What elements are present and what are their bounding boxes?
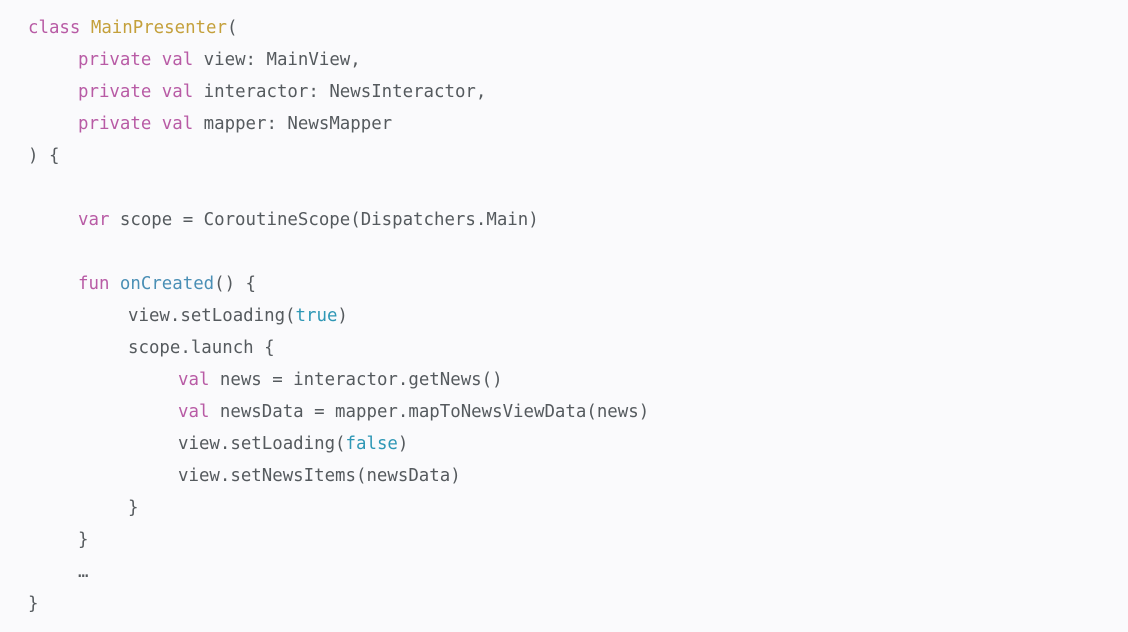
code-token-plain bbox=[151, 50, 161, 70]
code-token-plain: ) { bbox=[28, 146, 60, 166]
code-line: private val interactor: NewsInteractor, bbox=[28, 76, 1128, 108]
code-line bbox=[28, 172, 1128, 204]
code-token-plain: scope.launch { bbox=[128, 338, 275, 358]
code-token-plain: … bbox=[78, 562, 89, 582]
code-token-plain: mapper: NewsMapper bbox=[193, 114, 393, 134]
code-indent bbox=[28, 320, 128, 321]
code-indent bbox=[28, 224, 78, 225]
code-token-keyword: val bbox=[161, 114, 194, 134]
code-indent bbox=[28, 512, 128, 513]
code-token-plain: view.setLoading( bbox=[178, 434, 346, 454]
code-token-plain: view.setLoading( bbox=[128, 306, 296, 326]
code-token-keyword: class bbox=[28, 18, 81, 38]
code-token-keyword: val bbox=[178, 402, 210, 422]
code-token-literal: true bbox=[295, 306, 338, 326]
code-token-plain: } bbox=[28, 594, 39, 614]
code-indent bbox=[28, 96, 78, 97]
code-token-keyword: private bbox=[78, 114, 152, 134]
code-token-plain: scope = CoroutineScope(Dispatchers.Main) bbox=[109, 210, 539, 230]
code-line: … bbox=[28, 556, 1128, 588]
code-indent bbox=[28, 416, 178, 417]
code-indent bbox=[28, 448, 178, 449]
code-line: var scope = CoroutineScope(Dispatchers.M… bbox=[28, 204, 1128, 236]
code-indent bbox=[28, 480, 178, 481]
code-line: } bbox=[28, 492, 1128, 524]
code-token-plain: newsData = mapper.mapToNewsViewData(news… bbox=[209, 402, 650, 422]
code-line: val newsData = mapper.mapToNewsViewData(… bbox=[28, 396, 1128, 428]
code-line: view.setLoading(true) bbox=[28, 300, 1128, 332]
code-token-plain: ) bbox=[397, 434, 409, 454]
code-token-keyword: private bbox=[78, 82, 152, 102]
code-indent bbox=[28, 384, 178, 385]
code-line: } bbox=[28, 588, 1128, 620]
code-token-plain: } bbox=[128, 498, 139, 518]
code-token-plain: } bbox=[78, 530, 89, 550]
code-token-keyword: val bbox=[161, 82, 194, 102]
code-indent bbox=[28, 64, 78, 65]
code-token-keyword: fun bbox=[78, 274, 110, 294]
code-line: view.setNewsItems(newsData) bbox=[28, 460, 1128, 492]
code-line: ) { bbox=[28, 140, 1128, 172]
code-indent bbox=[28, 576, 78, 577]
code-line: class MainPresenter( bbox=[28, 12, 1128, 44]
code-token-plain bbox=[151, 114, 161, 134]
code-indent bbox=[28, 544, 78, 545]
code-token-plain bbox=[80, 18, 90, 38]
code-line: fun onCreated() { bbox=[28, 268, 1128, 300]
code-token-class-name: MainPresenter bbox=[90, 18, 227, 38]
code-line bbox=[28, 236, 1128, 268]
code-token-keyword: val bbox=[161, 50, 194, 70]
code-line: private val mapper: NewsMapper bbox=[28, 108, 1128, 140]
code-token-plain: news = interactor.getNews() bbox=[209, 370, 503, 390]
code-token-plain: view: MainView, bbox=[193, 50, 361, 70]
code-token-plain: view.setNewsItems(newsData) bbox=[178, 466, 461, 486]
code-line: private val view: MainView, bbox=[28, 44, 1128, 76]
code-line: } bbox=[28, 524, 1128, 556]
code-indent bbox=[28, 352, 128, 353]
code-line: val news = interactor.getNews() bbox=[28, 364, 1128, 396]
code-token-keyword: val bbox=[178, 370, 210, 390]
code-token-plain bbox=[151, 82, 161, 102]
code-block: class MainPresenter(private val view: Ma… bbox=[28, 12, 1128, 620]
code-indent bbox=[28, 288, 78, 289]
code-token-plain: ) bbox=[337, 306, 348, 326]
code-token-literal: false bbox=[345, 434, 398, 454]
code-token-keyword: private bbox=[78, 50, 152, 70]
code-token-plain: interactor: NewsInteractor, bbox=[193, 82, 487, 102]
code-token-keyword: var bbox=[78, 210, 110, 230]
code-indent bbox=[28, 128, 78, 129]
code-line: scope.launch { bbox=[28, 332, 1128, 364]
code-token-plain: ( bbox=[226, 18, 238, 38]
code-token-function-name: onCreated bbox=[119, 274, 215, 294]
code-token-plain: () { bbox=[214, 274, 257, 294]
code-token-plain bbox=[109, 274, 119, 294]
code-line: view.setLoading(false) bbox=[28, 428, 1128, 460]
